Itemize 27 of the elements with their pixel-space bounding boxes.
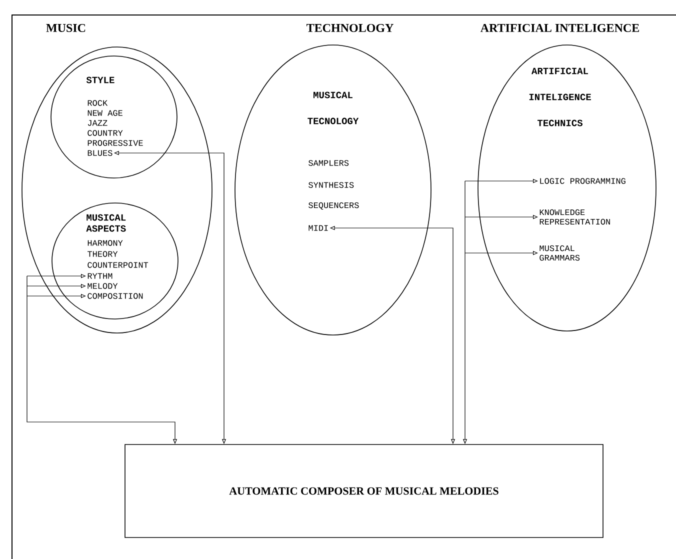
list-item: PROGRESSIVE [88, 140, 143, 146]
list-item: COUNTERPOINT [88, 262, 148, 268]
heading: ARTIFICIAL INTELIGENCE TECHNICS [529, 68, 591, 126]
list-item: MUSICAL GRAMMARS [540, 245, 580, 261]
list-item: MELODY [88, 283, 118, 289]
list-item: HARMONY [88, 240, 123, 246]
list-item: SYNTHESIS [308, 182, 354, 188]
heading: TECHNOLOGY [306, 24, 394, 32]
list-item: COUNTRY [88, 130, 123, 136]
list-item: THEORY [88, 251, 118, 257]
heading: MUSIC [46, 24, 86, 32]
list-item: NEW AGE [88, 110, 122, 116]
list-item: RYTHM [88, 273, 112, 279]
composer-box: AUTOMATIC COMPOSER OF MUSICAL MELODIES [124, 444, 604, 538]
list-item: ROCK [88, 100, 108, 106]
heading: ARTIFICIAL INTELIGENCE [480, 24, 639, 32]
list-item: KNOWLEDGE REPRESENTATION [540, 209, 610, 225]
list-item: COMPOSITION [88, 293, 143, 299]
list-item: SEQUENCERS [308, 202, 359, 210]
list-item: LOGIC PROGRAMMING [540, 178, 626, 184]
list-item: JAZZ [88, 120, 108, 126]
list-item: MIDI [308, 225, 328, 231]
list-item: BLUES [88, 150, 112, 156]
heading: MUSICAL TECNOLOGY [308, 92, 359, 124]
heading: MUSICAL ASPECTS [86, 214, 126, 232]
list-item: SAMPLERS [308, 160, 349, 166]
heading: STYLE [86, 76, 114, 84]
